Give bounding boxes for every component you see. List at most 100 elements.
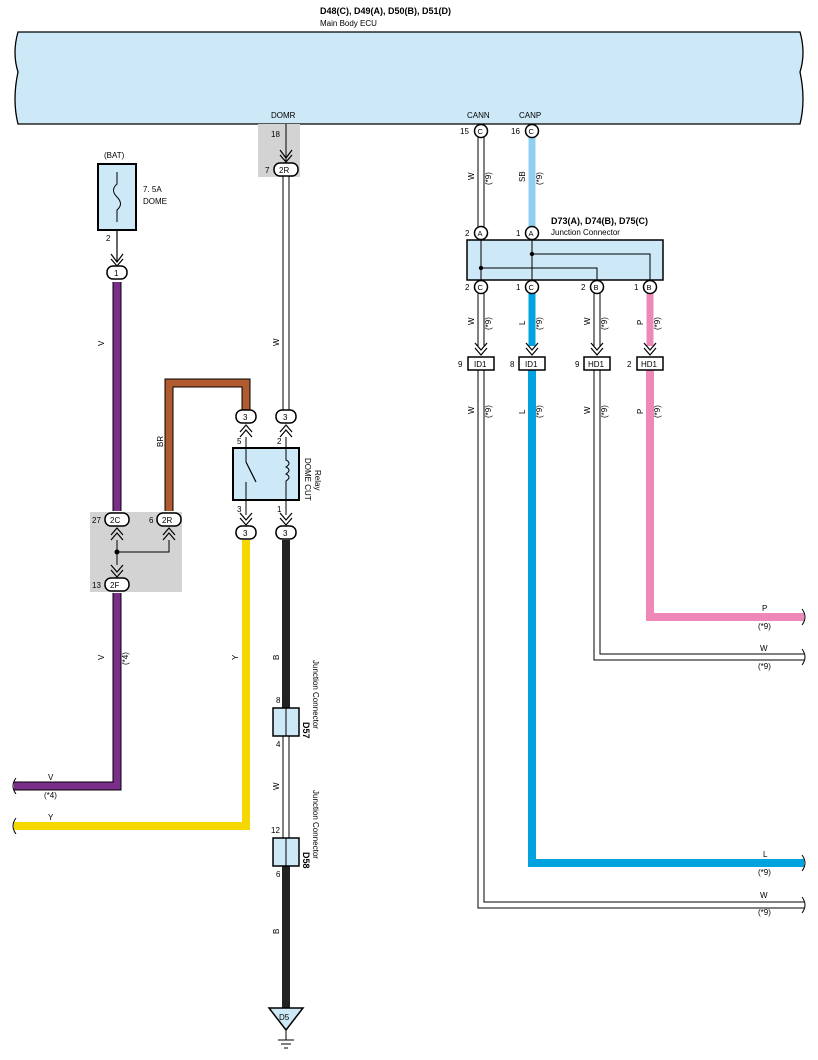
wire-labels: V BR W V (*4) Y B W B W (*9) SB (*9) W (… (44, 171, 771, 934)
connector-3-left: 3 (235, 409, 257, 438)
svg-text:9: 9 (575, 360, 580, 369)
svg-text:V: V (48, 773, 54, 782)
svg-text:7: 7 (265, 166, 270, 175)
hd-connector-1: HD1 9 (575, 342, 611, 371)
svg-text:W: W (272, 782, 281, 790)
svg-text:Y: Y (48, 813, 54, 822)
svg-text:B: B (647, 283, 652, 292)
ecu-connectors: D48(C), D49(A), D50(B), D51(D) (320, 6, 451, 16)
svg-text:P: P (762, 604, 767, 613)
svg-text:P: P (636, 320, 645, 325)
svg-text:(*9): (*9) (600, 317, 609, 330)
svg-text:(*9): (*9) (535, 317, 544, 330)
svg-text:1: 1 (277, 505, 282, 514)
wire-br (164, 378, 251, 511)
svg-text:(*9): (*9) (758, 908, 771, 917)
svg-text:1: 1 (634, 283, 639, 292)
id-connector-1: ID1 9 (458, 342, 495, 371)
svg-text:1: 1 (114, 269, 119, 278)
relay-dome-cut: 5 2 3 1 DOME CUT Relay (232, 437, 322, 515)
svg-text:(*9): (*9) (484, 172, 493, 185)
svg-text:9: 9 (458, 360, 463, 369)
svg-text:3: 3 (237, 505, 242, 514)
svg-text:2: 2 (465, 283, 470, 292)
svg-text:13: 13 (92, 581, 101, 590)
svg-text:5: 5 (237, 437, 242, 446)
svg-text:(*9): (*9) (758, 868, 771, 877)
svg-text:(*9): (*9) (758, 622, 771, 631)
junction-subtitle: Junction Connector (551, 228, 620, 237)
wire-y (14, 540, 250, 830)
svg-text:W: W (760, 644, 768, 653)
svg-text:(*9): (*9) (653, 405, 662, 418)
svg-text:C: C (478, 127, 484, 136)
relay-name: DOME CUT (303, 458, 312, 501)
svg-text:Y: Y (231, 654, 240, 660)
svg-text:C: C (478, 283, 484, 292)
ground-d5: D5 (267, 1007, 305, 1049)
svg-text:L: L (518, 320, 527, 325)
ecu-name: Main Body ECU (320, 19, 377, 28)
svg-text:3: 3 (283, 413, 288, 422)
d58-id: D58 (301, 852, 311, 869)
fuse-rating: 7. 5A (143, 185, 162, 194)
svg-text:(*9): (*9) (535, 172, 544, 185)
svg-text:ID1: ID1 (525, 360, 538, 369)
svg-text:(*9): (*9) (653, 317, 662, 330)
svg-text:C: C (529, 127, 535, 136)
junction-d57: 8 4 D57 Junction Connector (272, 660, 320, 749)
svg-text:(*4): (*4) (121, 652, 130, 665)
junction-pin-out-1: C 2 (465, 279, 489, 295)
connector-domr: 18 2R 7 (265, 124, 299, 177)
wire-v-lower (14, 593, 122, 791)
svg-text:3: 3 (283, 529, 288, 538)
svg-text:2: 2 (581, 283, 586, 292)
svg-text:6: 6 (149, 516, 154, 525)
svg-text:W: W (583, 317, 592, 325)
svg-text:15: 15 (460, 127, 469, 136)
svg-text:A: A (529, 229, 534, 238)
main-body-ecu: D48(C), D49(A), D50(B), D51(D) Main Body… (14, 6, 804, 125)
connector-2f: 2F 13 (92, 564, 130, 592)
pin-domr-label: DOMR (271, 111, 296, 120)
svg-text:16: 16 (511, 127, 520, 136)
svg-text:V: V (97, 654, 106, 660)
svg-text:8: 8 (276, 696, 281, 705)
fuse-name: DOME (143, 197, 167, 206)
fuse-dome: (BAT) 7. 5A DOME 2 (97, 151, 167, 243)
svg-text:(*9): (*9) (484, 405, 493, 418)
svg-text:L: L (518, 409, 527, 414)
svg-text:W: W (467, 172, 476, 180)
svg-text:(*9): (*9) (758, 662, 771, 671)
svg-text:(*4): (*4) (44, 791, 57, 800)
connector-1: 1 (106, 253, 128, 280)
svg-text:8: 8 (510, 360, 515, 369)
pin-canp-label: CANP (519, 111, 541, 120)
junction-pin-out-3: B 2 (581, 279, 605, 295)
svg-text:L: L (763, 850, 768, 859)
connector-2c: 2C 27 (92, 512, 130, 541)
svg-text:W: W (467, 406, 476, 414)
svg-text:2R: 2R (279, 166, 289, 175)
junction-pin-out-4: B 1 (634, 279, 658, 295)
svg-text:(*9): (*9) (535, 405, 544, 418)
connector-3-right: 3 (275, 409, 297, 438)
wire-l-run (528, 370, 804, 867)
svg-text:1: 1 (516, 283, 521, 292)
id-connector-2: ID1 8 (510, 342, 546, 371)
ecu-pin-cann: C 15 (460, 123, 489, 139)
fuse-pin: 2 (106, 234, 111, 243)
wire-w-run2 (593, 370, 804, 661)
svg-text:W: W (583, 406, 592, 414)
svg-text:B: B (272, 929, 281, 934)
svg-text:(*9): (*9) (484, 317, 493, 330)
svg-text:2: 2 (465, 229, 470, 238)
svg-text:D5: D5 (279, 1013, 290, 1022)
fuse-source: (BAT) (104, 151, 125, 160)
svg-text:2F: 2F (110, 581, 119, 590)
svg-text:1: 1 (516, 229, 521, 238)
pin-cann-label: CANN (467, 111, 490, 120)
svg-text:3: 3 (243, 413, 248, 422)
junction-title: D73(A), D74(B), D75(C) (551, 216, 648, 226)
svg-text:ID1: ID1 (474, 360, 487, 369)
